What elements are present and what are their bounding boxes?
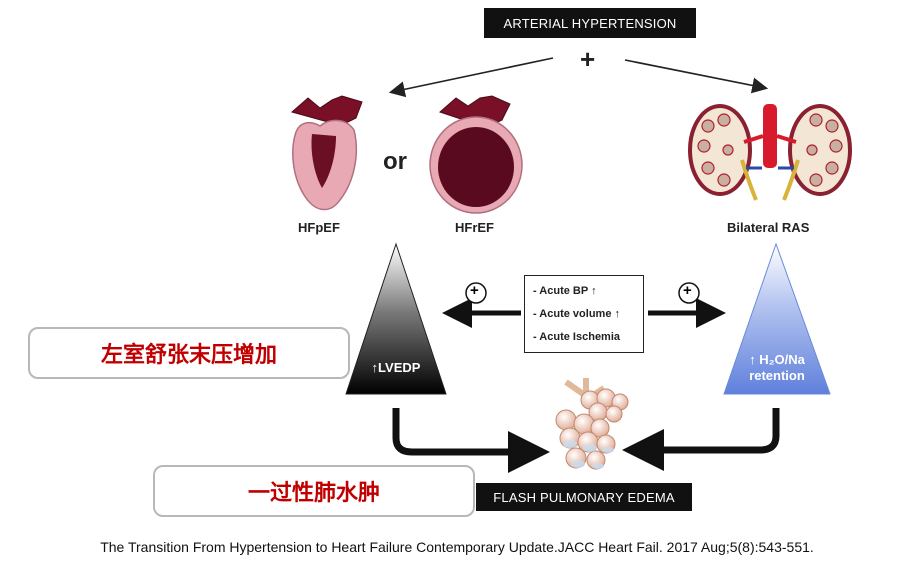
cause-item: - Acute volume ↑	[533, 307, 620, 320]
hfpef-heart-icon	[290, 95, 363, 211]
retention-label-line2: retention	[749, 368, 805, 383]
annotation-edema-text: 一过性肺水肿	[247, 480, 380, 505]
or-connector: or	[383, 148, 407, 175]
arrow-lvedp-to-edema	[392, 408, 550, 473]
citation-text: The Transition From Hypertension to Hear…	[100, 539, 814, 555]
plus-sign: +	[580, 44, 596, 74]
bilateral-ras-label: Bilateral RAS	[727, 220, 810, 235]
annotation-lvedp: 左室舒张末压增加	[28, 327, 350, 379]
alveoli-icon	[555, 378, 629, 470]
hfpef-label: HFpEF	[298, 220, 340, 235]
lvedp-label: ↑LVEDP	[371, 360, 421, 375]
retention-label: ↑ H₂O/Na retention	[730, 352, 824, 384]
acute-causes-box: - Acute BP ↑ - Acute volume ↑ - Acute Is…	[524, 275, 644, 353]
arterial-hypertension-label: ARTERIAL HYPERTENSION	[503, 15, 677, 31]
lvedp-triangle	[345, 242, 447, 395]
flash-pulmonary-edema-box: FLASH PULMONARY EDEMA	[476, 483, 692, 511]
flash-pulmonary-edema-label: FLASH PULMONARY EDEMA	[493, 489, 675, 505]
arrow-to-hearts	[388, 57, 554, 98]
kidneys-icon	[688, 104, 852, 201]
cause-item: - Acute BP ↑	[533, 285, 597, 298]
positive-sign-left: +	[470, 282, 479, 299]
cause-item: - Acute Ischemia	[533, 330, 621, 343]
annotation-edema: 一过性肺水肿	[153, 465, 475, 517]
positive-circle-right	[678, 282, 700, 304]
annotation-lvedp-text: 左室舒张末压增加	[100, 342, 277, 367]
arrow-to-kidneys	[624, 59, 769, 94]
arrow-retention-to-edema	[622, 408, 780, 471]
positive-sign-right: +	[683, 282, 692, 299]
retention-label-line1: ↑ H₂O/Na	[749, 352, 805, 367]
hfref-heart-icon	[429, 95, 523, 214]
retention-triangle	[723, 242, 831, 395]
positive-circle-left	[465, 282, 487, 304]
hfref-label: HFrEF	[455, 220, 494, 235]
arterial-hypertension-box: ARTERIAL HYPERTENSION	[484, 8, 696, 38]
